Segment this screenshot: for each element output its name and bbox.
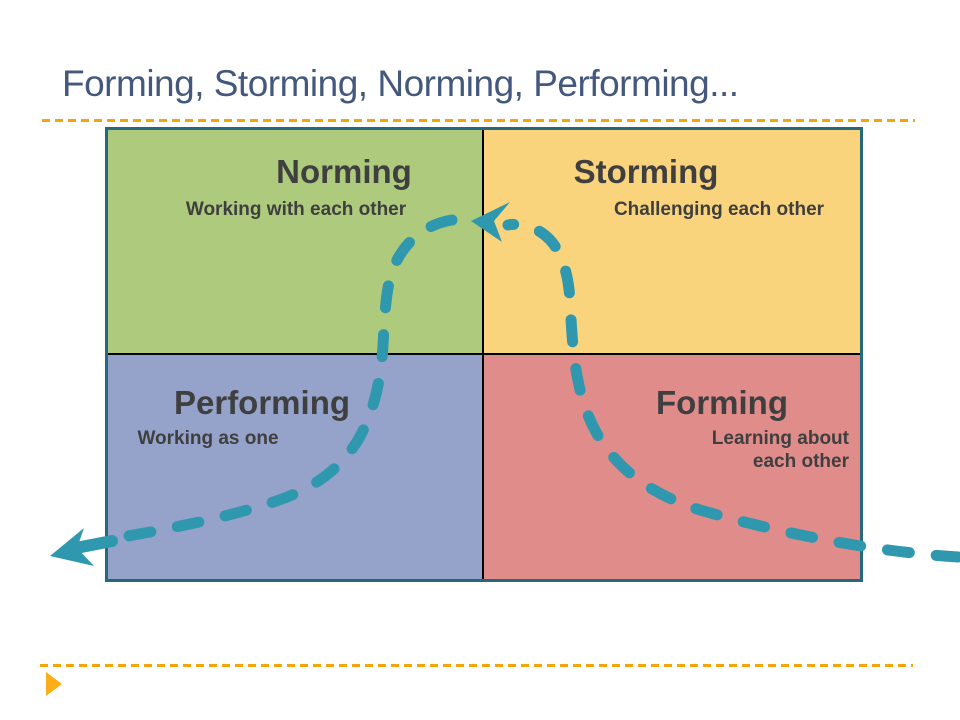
quadrant-performing: Performing Working as one xyxy=(108,354,484,579)
quadrant-performing-title: Performing xyxy=(173,383,351,421)
quadrant-forming-subtitle: Learning about each other xyxy=(711,427,849,472)
quadrant-forming: Forming Learning about each other xyxy=(484,354,860,579)
quadrant-norming-title: Norming xyxy=(276,153,412,190)
quadrant-grid: Norming Working with each other Storming… xyxy=(105,127,863,582)
arrowhead-bottom-left-icon xyxy=(50,528,94,566)
quadrant-storming-subtitle: Challenging each other xyxy=(613,199,825,220)
quadrant-storming: Storming Challenging each other xyxy=(484,130,860,355)
top-separator-line xyxy=(42,119,915,122)
quadrant-performing-subtitle: Working as one xyxy=(137,427,279,449)
bottom-separator-line xyxy=(40,664,913,667)
quadrant-storming-title: Storming xyxy=(573,153,719,190)
footer-triangle-bullet-icon xyxy=(46,672,62,696)
quadrant-forming-title: Forming xyxy=(656,383,788,421)
slide-title: Forming, Storming, Norming, Performing..… xyxy=(62,63,739,104)
quadrant-norming-subtitle: Working with each other xyxy=(185,199,407,220)
quadrant-norming: Norming Working with each other xyxy=(108,130,484,355)
